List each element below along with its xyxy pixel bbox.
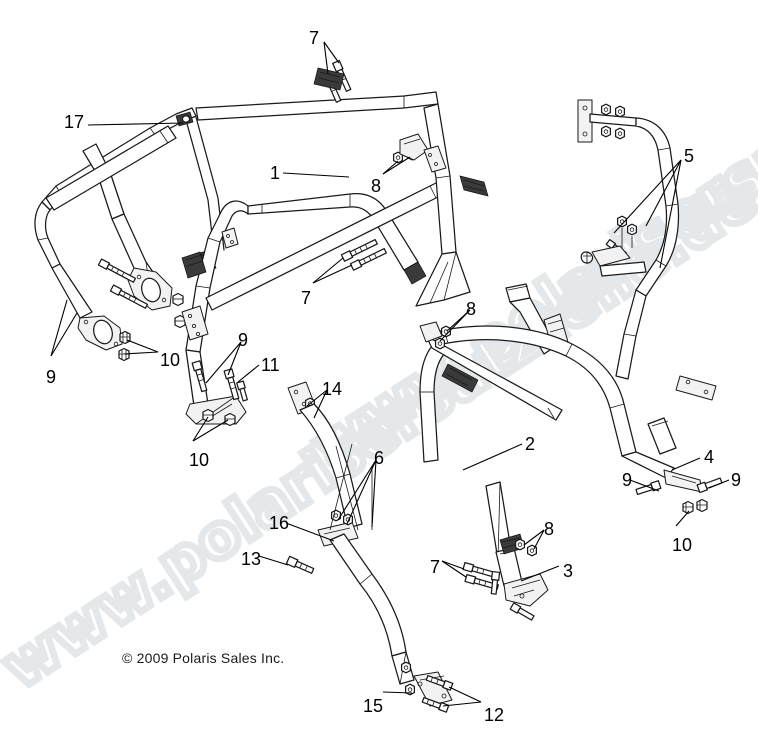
hardware-top-bolts xyxy=(313,59,352,103)
callout-number-2: 2 xyxy=(525,434,536,454)
leader-line-7 xyxy=(323,41,329,75)
leader-line-10 xyxy=(192,416,209,442)
callout-number-13: 13 xyxy=(241,549,262,569)
leader-line-9 xyxy=(50,312,78,357)
leader-line-6 xyxy=(337,459,377,521)
callout-number-14: 14 xyxy=(322,379,343,399)
hardware-left-cluster xyxy=(97,258,186,362)
callout-number-8: 8 xyxy=(371,176,382,196)
lower-center-brace-assembly xyxy=(285,381,454,713)
leader-line-4 xyxy=(671,457,701,471)
callout-number-7: 7 xyxy=(309,28,320,48)
leader-line-7 xyxy=(312,264,353,284)
callout-number-5: 5 xyxy=(684,146,695,166)
right-side-bar-assembly xyxy=(577,99,717,401)
callout-number-6: 6 xyxy=(374,448,385,468)
leader-line-8 xyxy=(382,156,411,175)
callout-number-9: 9 xyxy=(622,470,633,490)
main-center-hoop xyxy=(181,91,489,427)
leader-line-9 xyxy=(205,341,242,384)
leader-line-7 xyxy=(312,257,344,284)
leader-line-5 xyxy=(659,159,682,269)
leader-line-5 xyxy=(613,159,682,234)
leader-line-11 xyxy=(237,364,260,383)
callout-number-7: 7 xyxy=(430,557,441,577)
right-lower-post-assembly xyxy=(462,481,549,621)
leader-line-5 xyxy=(645,159,682,227)
leader-line-7 xyxy=(441,560,465,570)
callout-number-8: 8 xyxy=(466,299,477,319)
leader-line-7 xyxy=(323,41,340,64)
callout-number-1: 1 xyxy=(270,163,281,183)
callout-number-9: 9 xyxy=(46,367,57,387)
callout-number-9: 9 xyxy=(731,470,742,490)
callout-number-16: 16 xyxy=(269,513,290,533)
callout-number-3: 3 xyxy=(563,561,574,581)
leader-line-10 xyxy=(675,510,690,527)
leader-line-10 xyxy=(123,351,159,355)
callout-number-10: 10 xyxy=(189,450,210,470)
callout-number-7: 7 xyxy=(301,288,312,308)
callout-leader-lines xyxy=(50,41,730,707)
leader-line-9 xyxy=(708,479,730,489)
leader-line-3 xyxy=(520,565,560,582)
leader-line-9 xyxy=(50,299,68,357)
leader-line-15 xyxy=(382,691,413,694)
left-rear-cage-assembly xyxy=(34,107,225,351)
leader-line-1 xyxy=(282,172,350,178)
leader-line-9 xyxy=(227,341,242,376)
callout-number-10: 10 xyxy=(160,350,181,370)
leader-line-13 xyxy=(258,555,289,566)
right-front-hoop-assembly xyxy=(419,283,723,515)
leader-line-8 xyxy=(439,309,471,342)
leader-line-10 xyxy=(126,339,159,353)
leader-line-12 xyxy=(448,686,482,703)
callout-number-12: 12 xyxy=(484,705,505,725)
callout-number-17: 17 xyxy=(64,112,85,132)
callout-number-10: 10 xyxy=(672,535,693,555)
copyright-notice: © 2009 Polaris Sales Inc. xyxy=(122,650,285,666)
leader-line-6 xyxy=(371,459,377,528)
leader-line-9 xyxy=(629,479,660,492)
leader-line-14 xyxy=(313,389,328,419)
leader-line-14 xyxy=(306,389,328,407)
leader-line-2 xyxy=(462,443,523,471)
leader-line-7 xyxy=(441,560,467,578)
leader-line-8 xyxy=(533,529,545,550)
leader-line-8 xyxy=(523,529,545,546)
callout-number-9: 9 xyxy=(238,330,249,350)
callout-number-8: 8 xyxy=(544,519,555,539)
leader-line-10 xyxy=(192,419,229,442)
leader-line-17 xyxy=(87,122,184,126)
leader-line-16 xyxy=(285,522,335,542)
callout-number-15: 15 xyxy=(363,696,384,716)
svg-text:www.polarisersatzteile.de: www.polarisersatzteile.de xyxy=(300,0,758,483)
callout-number-4: 4 xyxy=(704,447,715,467)
callout-number-11: 11 xyxy=(261,355,280,375)
leader-line-6 xyxy=(346,459,377,525)
leader-line-12 xyxy=(442,701,482,707)
